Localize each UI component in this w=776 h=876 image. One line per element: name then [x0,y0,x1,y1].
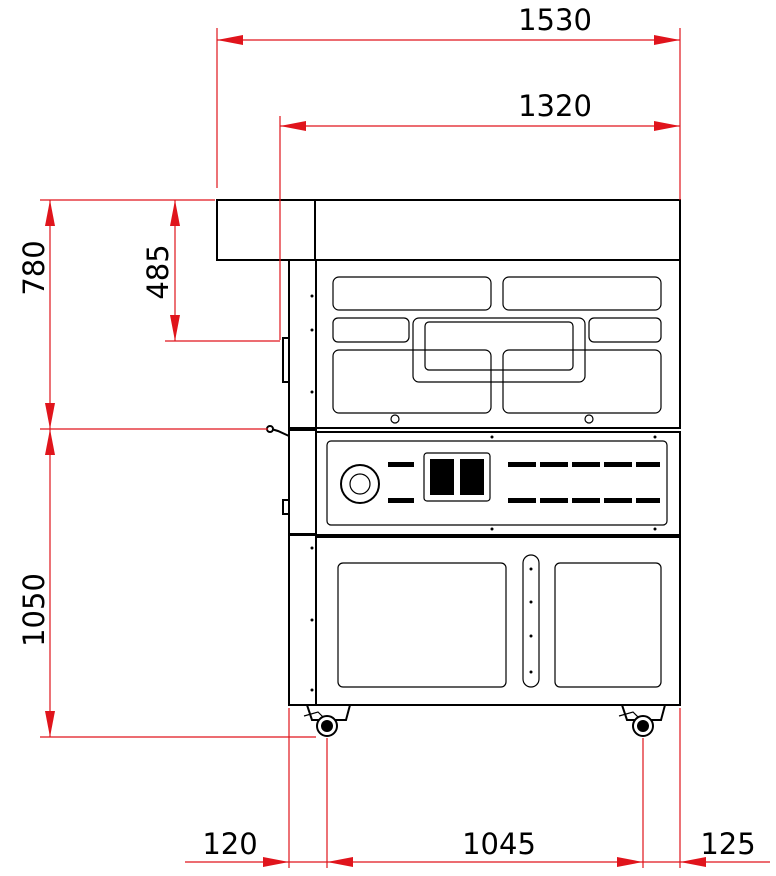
upper-chamber-front [315,259,681,429]
hood-left [216,199,316,261]
cabinet-handle [522,554,540,688]
display-left [430,459,454,495]
door-handle-upper [282,337,290,383]
caster-right [618,704,667,737]
dim-bottom-right: 125 [700,827,755,861]
upper-chamber-side [288,259,317,429]
control-indicators [388,462,660,503]
dimension-lines [40,28,770,868]
hood-right [314,199,681,261]
oven-outline [216,199,681,737]
dim-left-mid: 485 [141,244,175,299]
dim-bottom-left: 120 [202,827,257,861]
dim-left-lower: 1050 [17,573,51,647]
control-knob [340,464,380,504]
display-frame [423,452,491,502]
display-right [460,459,484,495]
cabinet-door-left [337,562,507,688]
dim-bottom-mid: 1045 [462,827,536,861]
cabinet-front [315,536,681,706]
dim-top-inner: 1320 [518,89,592,123]
dim-top-outer: 1530 [518,3,592,37]
dimension-labels: 1530 1320 780 485 1050 120 1045 125 [17,3,756,861]
control-panel [326,440,668,526]
upper-panel-pattern [332,276,662,424]
door-handle-lower [282,499,290,515]
control-side [288,429,317,535]
dim-left-upper: 780 [17,240,51,295]
cabinet-door-right [554,562,662,688]
caster-left [303,704,352,737]
